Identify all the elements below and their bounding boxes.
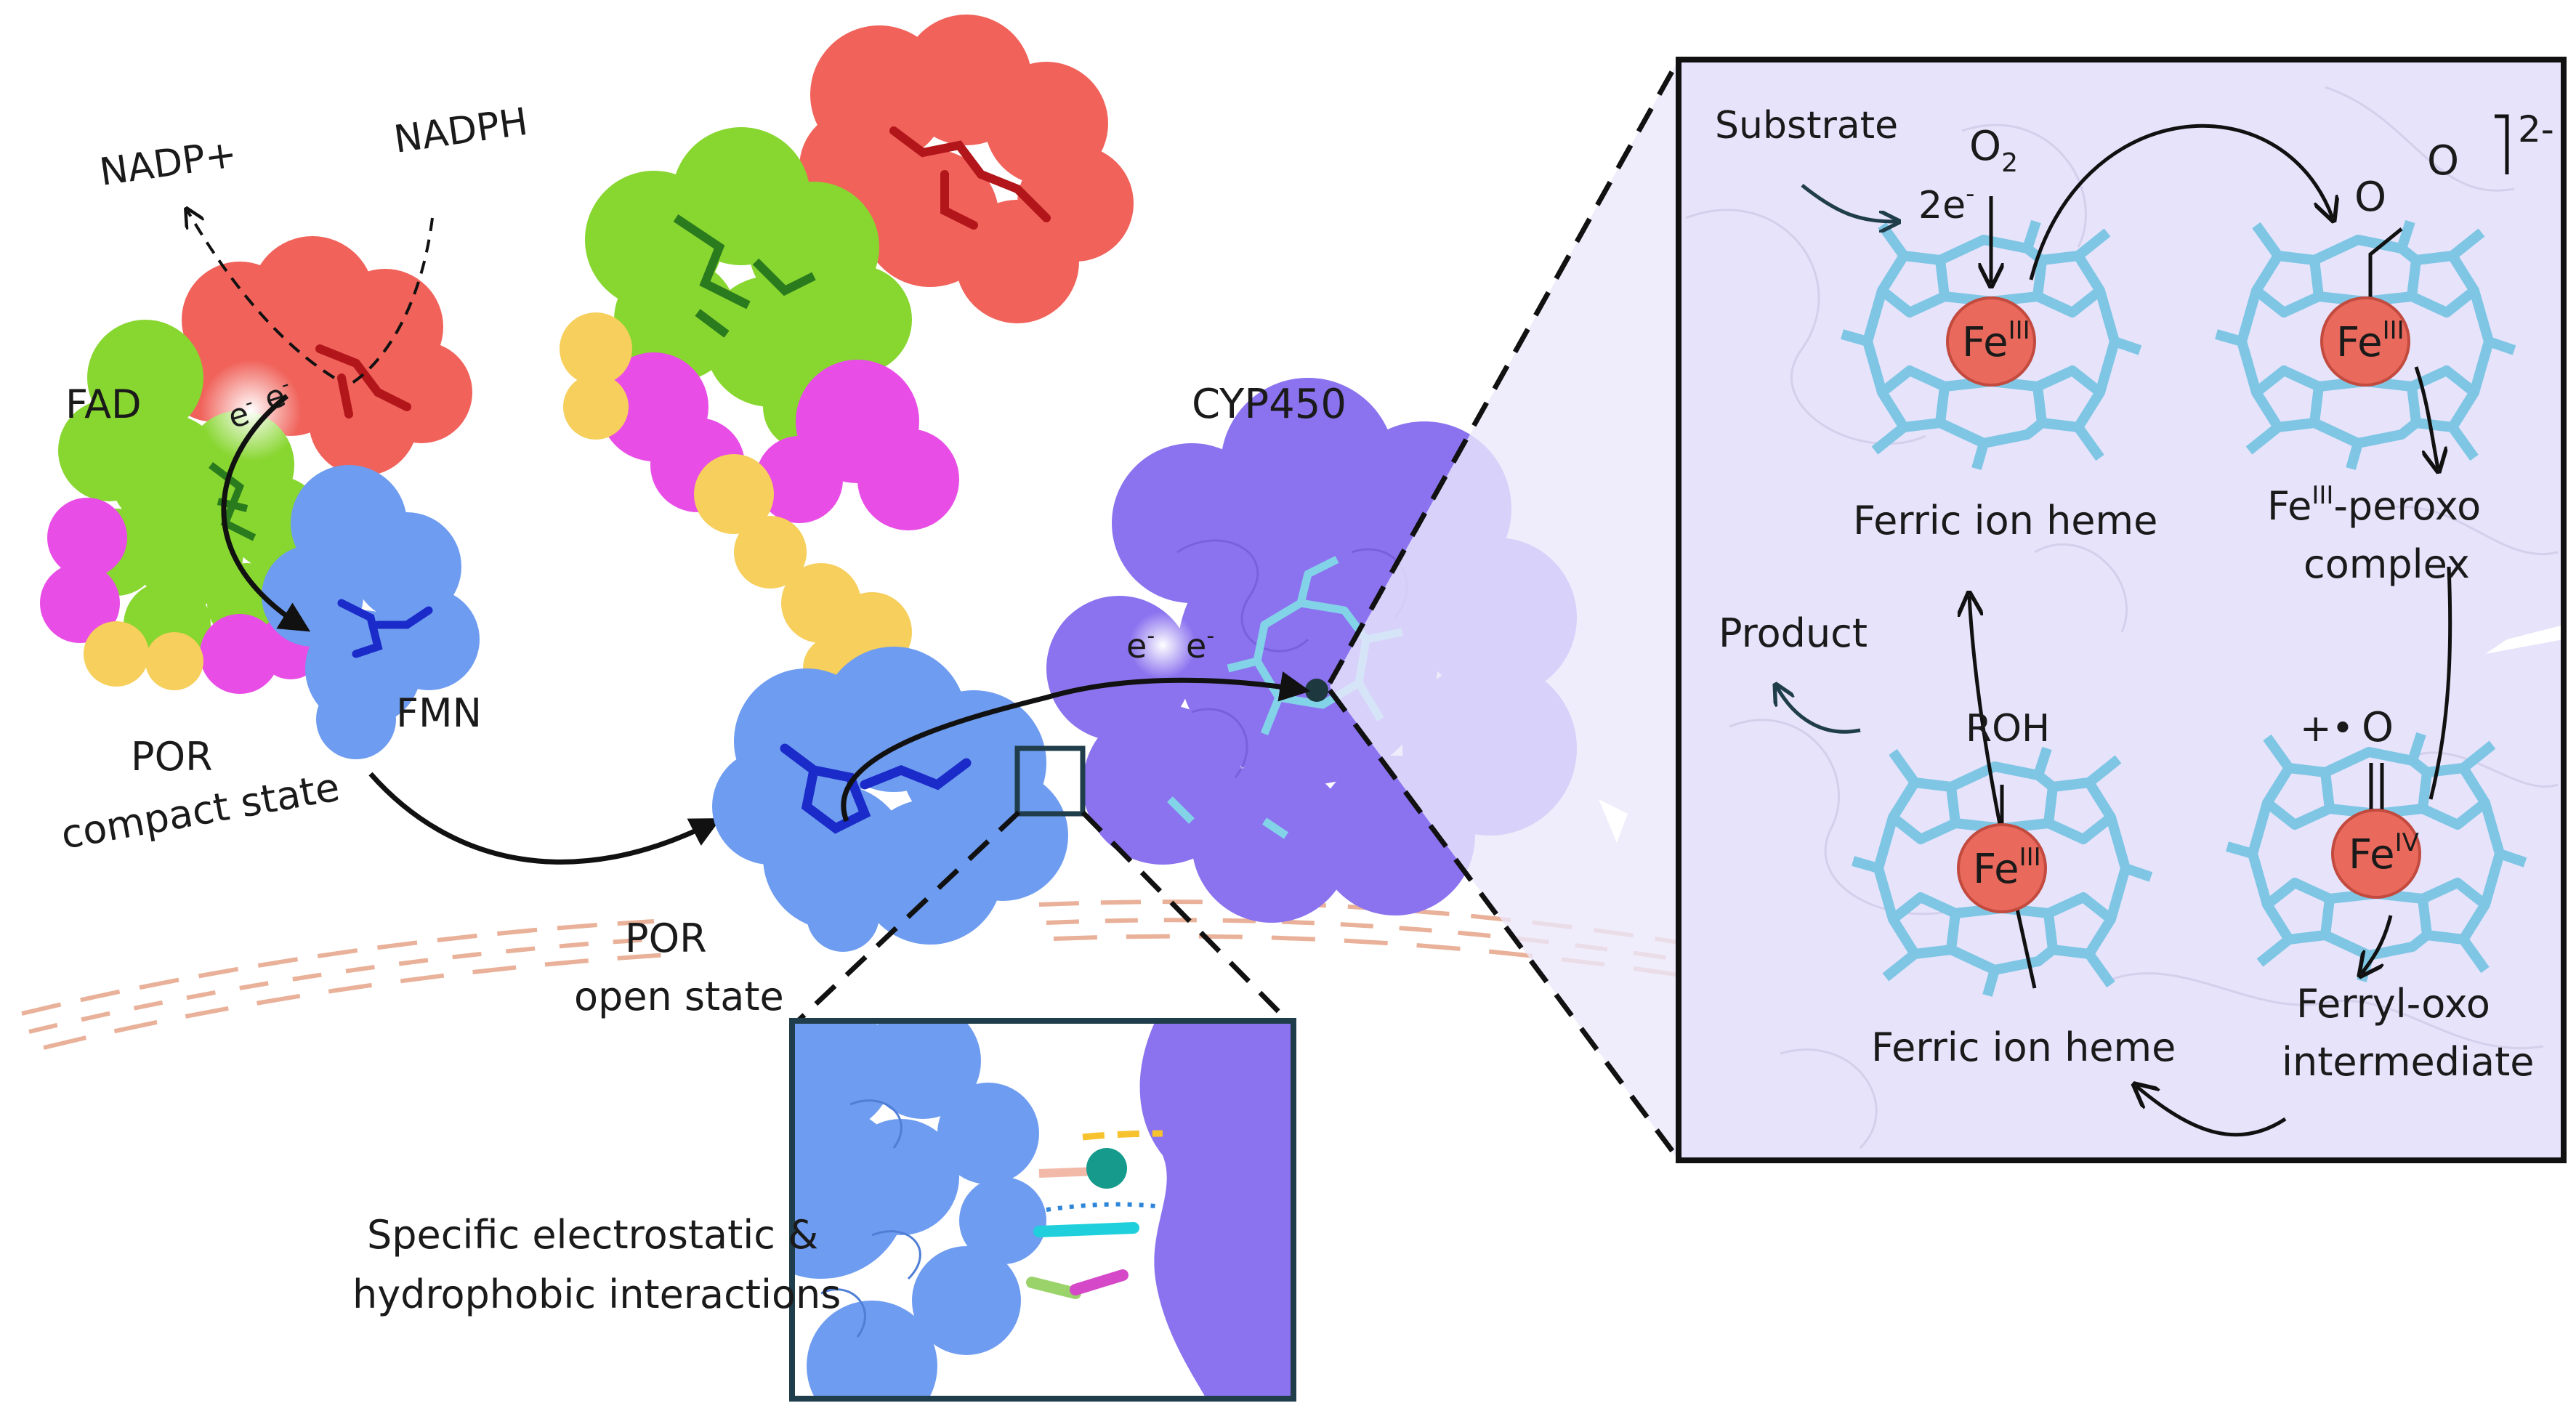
electron-pair-open: e- e- bbox=[1126, 623, 1214, 666]
nadp-plus-label: NADP+ bbox=[97, 132, 239, 195]
fmn-label: FMN bbox=[396, 690, 482, 736]
interface-zoom-box bbox=[1014, 745, 1086, 817]
peroxo-label-line1: FeIII-peroxo bbox=[2267, 481, 2481, 529]
svg-text:e-: e- bbox=[1126, 623, 1155, 666]
iron-peroxo bbox=[2320, 296, 2410, 387]
fmn-ligand-dark-blue-open bbox=[780, 743, 972, 834]
panel-zoom-lines bbox=[1327, 61, 1680, 1160]
interaction-inset bbox=[789, 1018, 1296, 1402]
panel-zoom-wedge bbox=[1330, 60, 1679, 1160]
nadp-plus-dashed-arrow bbox=[187, 211, 336, 379]
peroxo-arrow-in bbox=[2414, 366, 2438, 469]
oxo-o-label: O bbox=[2362, 704, 2394, 751]
roh-label: ROH bbox=[1966, 707, 2050, 751]
fe-label-top: FeIII bbox=[1962, 316, 2030, 366]
nadp-ligand-dark-red-open bbox=[889, 126, 1051, 230]
cycle-arrow-left bbox=[1969, 596, 2037, 989]
radical-cation-label: +• bbox=[2300, 707, 2354, 751]
por-compact-label-line1: POR bbox=[131, 734, 213, 780]
interactions-label-line2: hydrophobic interactions bbox=[352, 1272, 841, 1317]
ferric-heme-top-label: Ferric ion heme bbox=[1853, 498, 2157, 543]
fad-ligand-dark-green-open bbox=[673, 214, 816, 338]
nadph-dashed-line bbox=[347, 217, 434, 387]
compact-to-open-arrow bbox=[368, 772, 722, 865]
fe-label-bottom: FeIII bbox=[1973, 843, 2041, 893]
por-open-structure bbox=[560, 15, 1134, 952]
nadph-label: NADPH bbox=[391, 100, 530, 162]
substrate-label: Substrate bbox=[1715, 104, 1898, 147]
product-arrow bbox=[1777, 687, 1861, 734]
por-open-label-line2: open state bbox=[574, 974, 784, 1019]
fmn-domain-blue bbox=[262, 465, 480, 759]
iron-ferric-bottom bbox=[1957, 823, 2047, 913]
yellow-linker-left bbox=[84, 621, 203, 690]
svg-text:e-: e- bbox=[222, 390, 260, 437]
nadp-ligand-dark-red bbox=[315, 344, 411, 419]
inset-zoom-lines bbox=[794, 810, 1292, 1025]
peroxo-o1-label: O bbox=[2354, 174, 2386, 221]
cycle-arrow-bottom bbox=[2136, 1086, 2287, 1137]
ferric-heme-bottom-label: Ferric ion heme bbox=[1871, 1024, 2176, 1070]
por-compact-structure bbox=[40, 236, 480, 759]
cycle-arrow-top bbox=[2029, 124, 2333, 280]
por-open-label-line1: POR bbox=[625, 915, 707, 961]
two-electron-label: 2e- bbox=[1918, 179, 1974, 227]
peroxo-o2-label: O bbox=[2427, 137, 2459, 185]
fe-label-peroxo: FeIII bbox=[2336, 316, 2405, 366]
o2-label: O2 bbox=[1969, 123, 2018, 178]
fmn-to-heme-electron-arrow bbox=[841, 671, 1311, 822]
cyp-heme-iron-dot bbox=[1305, 679, 1328, 702]
ferryl-label-line2: intermediate bbox=[2282, 1039, 2534, 1085]
inset-cyp-surface bbox=[1139, 1021, 1293, 1399]
catalytic-cycle-panel: FeIII FeIII FeIII FeIV Substrate O2 2e- … bbox=[1599, 57, 2567, 1163]
fad-label: FAD bbox=[65, 381, 142, 427]
ferryl-label-line1: Ferryl-oxo bbox=[2296, 981, 2490, 1027]
substrate-arrow bbox=[1801, 184, 1897, 222]
fmn-ligand-dark-blue bbox=[337, 599, 433, 658]
interactions-label-line1: Specific electrostatic & bbox=[367, 1212, 818, 1258]
fe-label-ferryl: FeIV bbox=[2349, 828, 2419, 878]
charge-2minus-label: 2- bbox=[2518, 108, 2554, 150]
peroxo-label-line2: complex bbox=[2304, 541, 2470, 587]
iron-ferric-top bbox=[1946, 296, 2036, 387]
iron-ferryl bbox=[2331, 809, 2421, 899]
product-label: Product bbox=[1719, 610, 1868, 656]
cycle-arrow-ferryl-out bbox=[2362, 915, 2393, 974]
fad-to-fmn-electron-arrow bbox=[221, 394, 311, 632]
svg-text:e-: e- bbox=[1186, 623, 1214, 666]
cycle-arrow-right bbox=[2428, 566, 2452, 800]
cyp450-label: CYP450 bbox=[1192, 381, 1346, 428]
